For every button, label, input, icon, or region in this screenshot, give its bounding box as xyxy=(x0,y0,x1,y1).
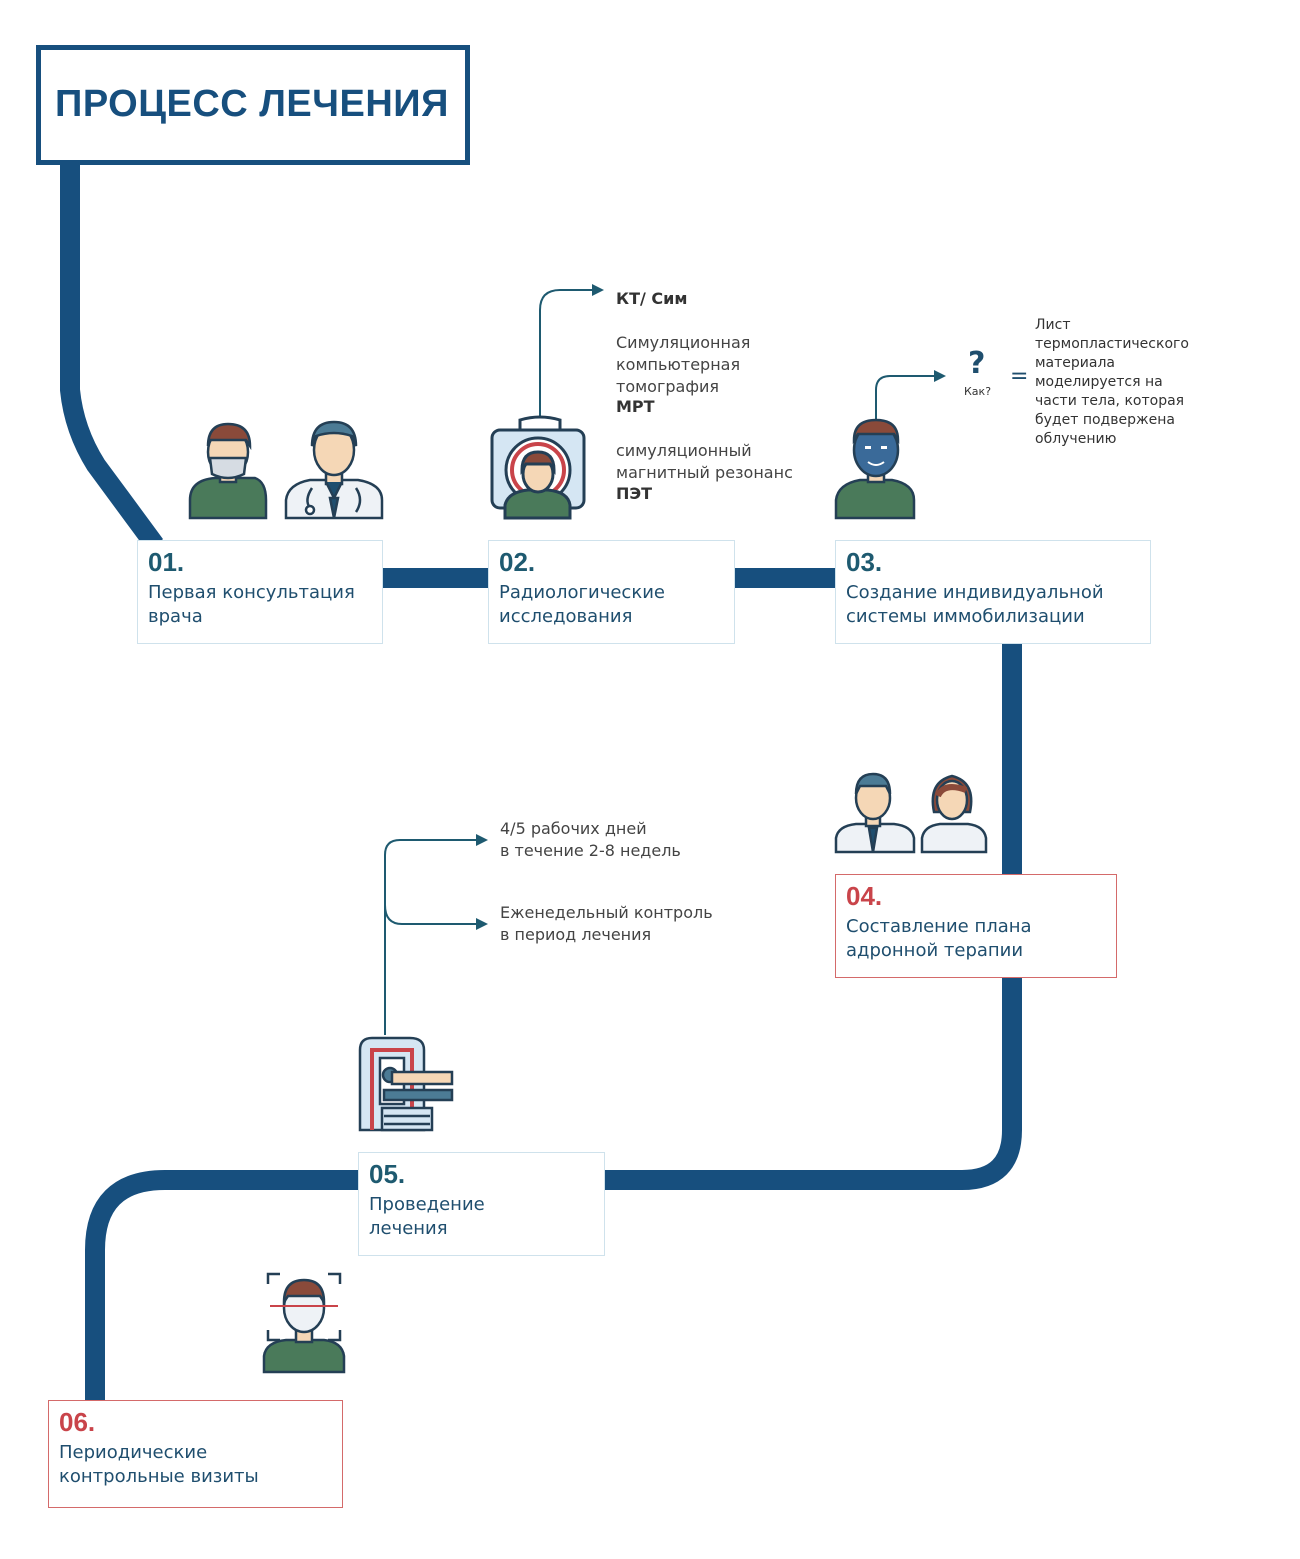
arrow-head xyxy=(476,834,488,846)
step-number: 03. xyxy=(846,547,883,577)
arrow-head xyxy=(934,370,946,382)
step-label: Создание индивидуальной системы иммобили… xyxy=(846,582,1104,627)
question-mark-icon: ? xyxy=(968,346,986,381)
doctor-icon xyxy=(284,420,384,520)
how-label: Как? xyxy=(964,385,992,398)
step-01: 01. Первая консультация врача xyxy=(137,540,383,644)
title-box: ПРОЦЕСС ЛЕЧЕНИЯ xyxy=(36,45,470,165)
step-number: 02. xyxy=(499,547,536,577)
step-03: 03. Создание индивидуальной системы иммо… xyxy=(835,540,1151,644)
doctors-team-icon xyxy=(834,772,988,854)
radiotherapy-machine-icon xyxy=(358,1036,454,1132)
step-04: 04. Составление плана адронной терапии xyxy=(835,874,1117,978)
mri-title: МРТ xyxy=(616,397,655,416)
pet-title: ПЭТ xyxy=(616,484,653,503)
mri-description: симуляционный магнитный резонанс xyxy=(616,441,793,482)
masked-patient-icon xyxy=(188,422,268,520)
step-label: Первая консультация врача xyxy=(148,582,355,627)
pet-notes: ПЭТ xyxy=(616,461,652,527)
arrow-head xyxy=(592,284,604,296)
step-05: 05. Проведение лечения xyxy=(358,1152,605,1256)
treatment-control: Еженедельный контроль в период лечения xyxy=(500,903,713,944)
process-path xyxy=(60,150,1022,1400)
imaging-notes: КТ/ Сим Симуляционная компьютерная томог… xyxy=(616,266,750,398)
mask-description: Лист термопластического материала модели… xyxy=(1035,317,1189,447)
step-02: 02. Радиологические исследования xyxy=(488,540,735,644)
ct-title: КТ/ Сим xyxy=(616,289,688,308)
page-title: ПРОЦЕСС ЛЕЧЕНИЯ xyxy=(55,83,449,125)
info-arrows xyxy=(384,289,942,1035)
mri-notes: МРТ симуляционный магнитный резонанс xyxy=(616,374,793,484)
step-label: Составление плана адронной терапии xyxy=(846,916,1032,961)
treatment-schedule: 4/5 рабочих дней в течение 2-8 недель xyxy=(500,819,681,860)
ct-scanner-icon xyxy=(490,415,586,520)
step-number: 06. xyxy=(59,1407,96,1437)
step-number: 04. xyxy=(846,881,883,911)
arrow-head xyxy=(476,918,488,930)
face-scan-icon xyxy=(262,1272,346,1374)
mask-patient-icon xyxy=(834,418,916,520)
step-number: 05. xyxy=(369,1159,406,1189)
equals-sign: = xyxy=(1010,364,1029,389)
ct-description: Симуляционная компьютерная томография xyxy=(616,333,751,396)
step-label: Проведение лечения xyxy=(369,1194,485,1239)
step-label: Периодические контрольные визиты xyxy=(59,1442,259,1487)
step-label: Радиологические исследования xyxy=(499,582,665,627)
step-number: 01. xyxy=(148,547,185,577)
step-06: 06. Периодические контрольные визиты xyxy=(48,1400,343,1508)
